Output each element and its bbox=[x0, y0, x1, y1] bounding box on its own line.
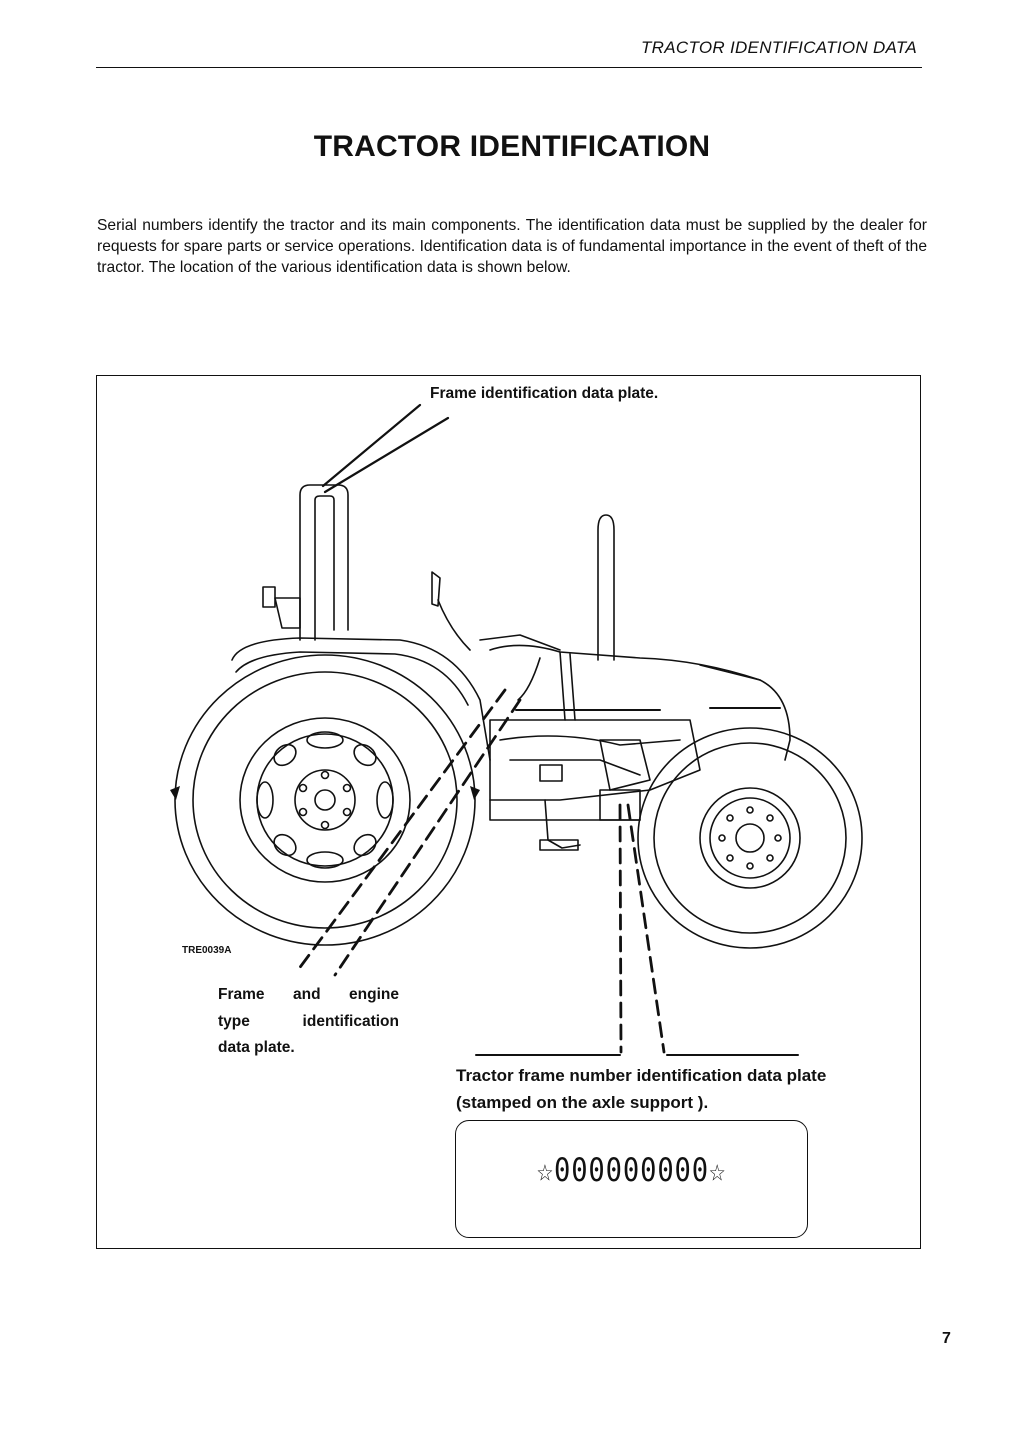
engine-plate-label-line-3: data plate. bbox=[218, 1039, 295, 1056]
figure-box bbox=[96, 375, 921, 1249]
rear-wheel bbox=[174, 654, 476, 946]
intro-paragraph: Serial numbers identify the tractor and … bbox=[97, 217, 927, 276]
engine-plate-label: Frame and engine type identification dat… bbox=[218, 982, 399, 1062]
rear-fender bbox=[231, 637, 491, 761]
header-section-title: TRACTOR IDENTIFICATION DATA bbox=[640, 38, 917, 57]
engine-plate-label-line-2: type identification bbox=[218, 1012, 399, 1030]
header-rule bbox=[96, 67, 922, 68]
front-wheel bbox=[637, 727, 863, 949]
exhaust-stack bbox=[597, 514, 615, 661]
page-number: 7 bbox=[942, 1330, 951, 1347]
figure-id: TRE0039A bbox=[182, 945, 232, 956]
axle-plate-label: Tractor frame number identification data… bbox=[456, 1066, 827, 1112]
frame-plate-label: Frame identification data plate. bbox=[430, 385, 659, 402]
page-title: TRACTOR IDENTIFICATION bbox=[313, 130, 711, 163]
serial-number-text: ☆000000000☆ bbox=[536, 1151, 727, 1189]
serial-number-plate: ☆000000000☆ bbox=[455, 1120, 808, 1238]
rops-frame bbox=[299, 484, 349, 641]
engine-plate-label-line-1: Frame and engine bbox=[218, 986, 399, 1003]
